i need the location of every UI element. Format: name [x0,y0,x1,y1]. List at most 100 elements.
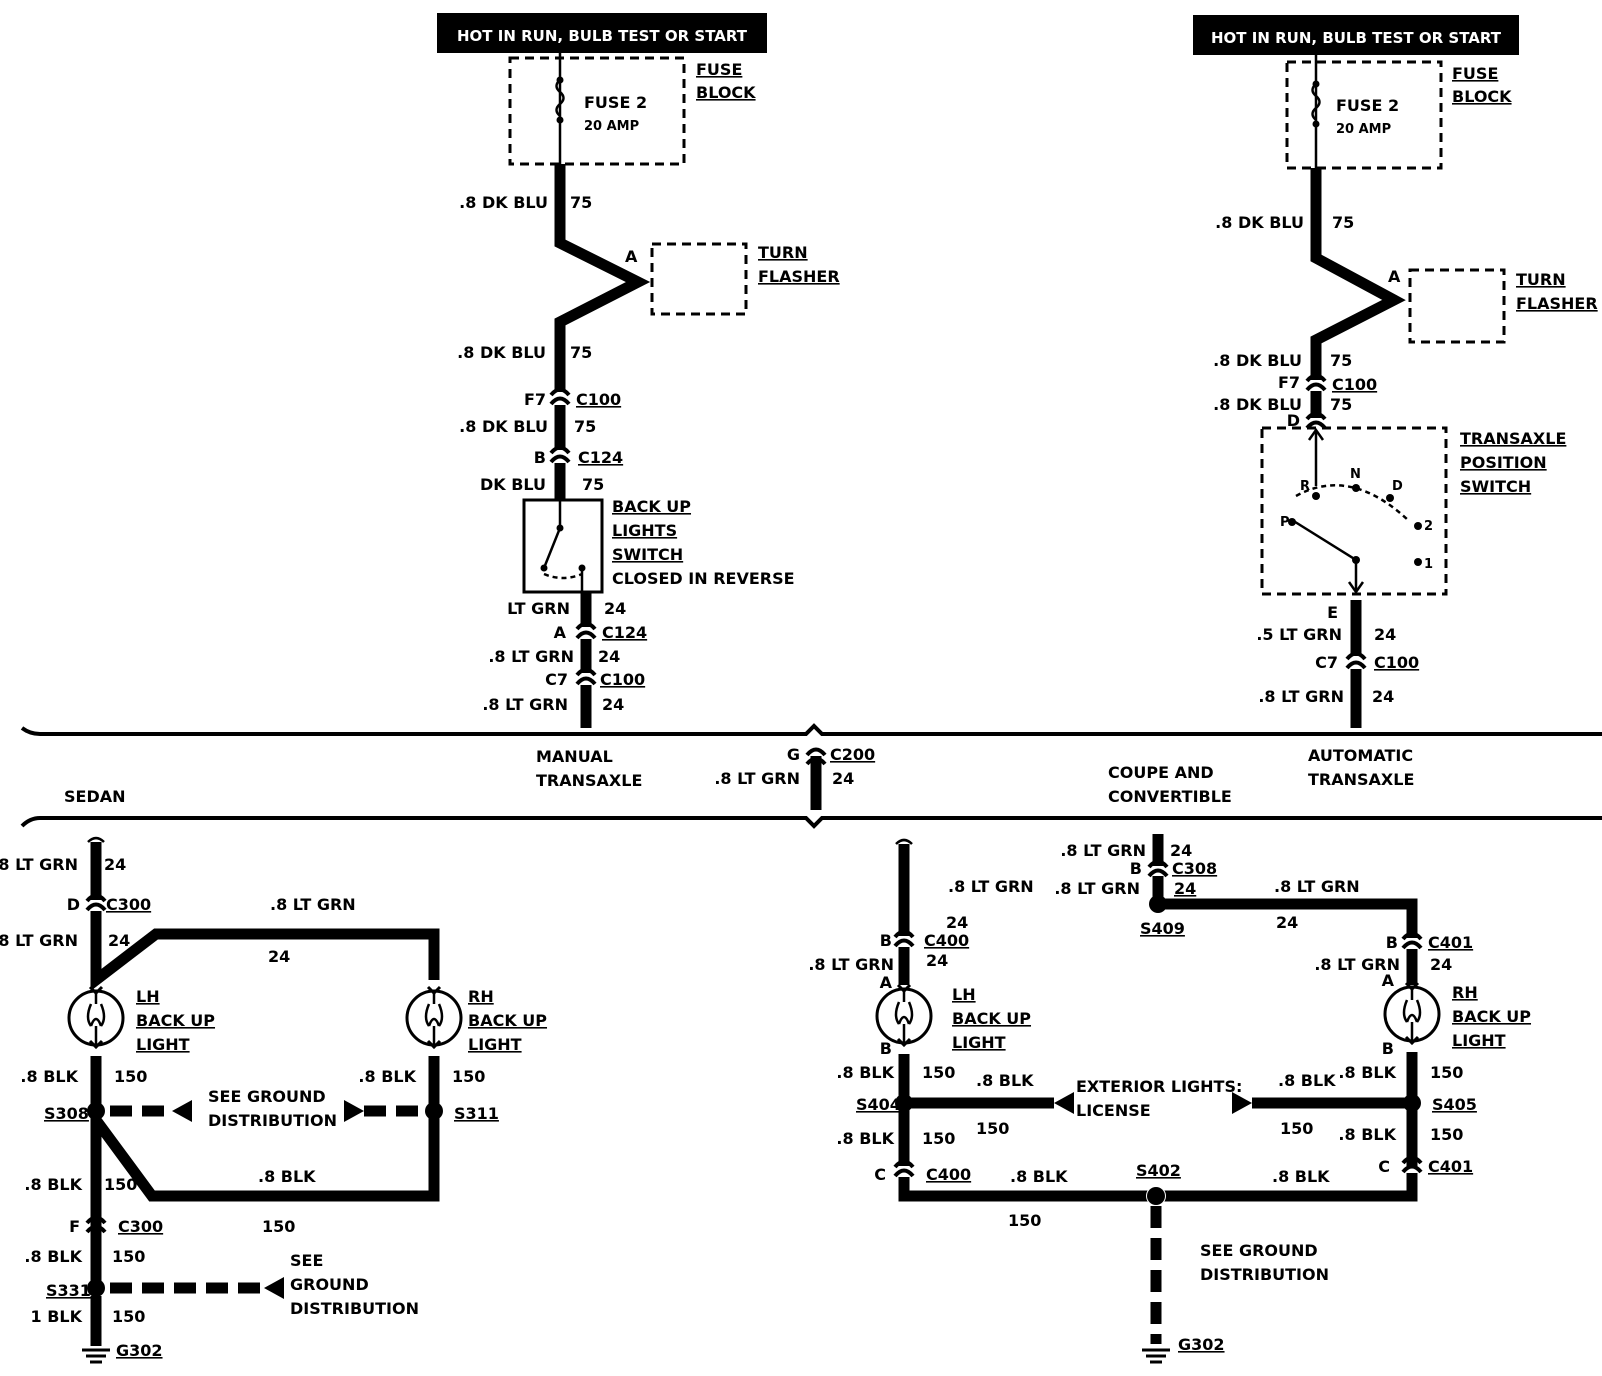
tps-label-1: TRANSAXLE [1460,429,1566,448]
switch-label-1: BACK UP [612,497,691,516]
sedan-circuit-150-1: 150 [114,1067,147,1086]
sedan-wire-blk-4: .8 BLK [258,1167,316,1186]
coupe-s405: S405 [1432,1095,1477,1114]
coupe-wire-ltgrn-1: .8 LT GRN [948,877,1034,896]
auto-c100-2: C100 [1374,653,1419,672]
coupe-circuit-150-2: 150 [1430,1063,1463,1082]
header-right-text: HOT IN RUN, BULB TEST OR START [1211,29,1502,47]
manual-wire-label-1: .8 DK BLU [459,193,548,212]
sedan-circuit-24-1: 24 [104,855,126,874]
coupe-rh-label-1: RH [1452,983,1478,1002]
coupe-license-label-2: LICENSE [1076,1101,1151,1120]
sedan-ground-label-1: SEE GROUND [208,1087,326,1106]
manual-c124: C124 [578,448,623,467]
rh-backup-light-coupe-icon [1383,981,1441,1045]
coupe-circuit-150-5: 150 [922,1129,955,1148]
auto-f7: F7 [1278,373,1300,392]
coupe-label-2: CONVERTIBLE [1108,787,1232,806]
header-left-text: HOT IN RUN, BULB TEST OR START [457,27,748,45]
flasher-pin-right: A [1388,267,1401,286]
flasher-pin-left: A [625,247,638,266]
lh-backup-light-sedan-icon [67,985,125,1049]
coupe-circuit-24-3: 24 [1170,841,1192,860]
coupe-g302: G302 [1178,1335,1225,1354]
sedan-s311: S311 [454,1104,499,1123]
coupe-ground-label-1: SEE GROUND [1200,1241,1318,1260]
sedan-wire-blk-5: .8 BLK [24,1247,82,1266]
coupe-c400-2: C400 [926,1165,971,1184]
coupe-wire-ltgrn-6: .8 LT GRN [1314,955,1400,974]
coupe-lh-label-3: LIGHT [952,1033,1006,1052]
coupe-wire-ltgrn-4: .8 LT GRN [1054,879,1140,898]
flasher-label-left-2: FLASHER [758,267,840,286]
backup-lights-switch-box [522,498,604,594]
coupe-c401: C401 [1428,933,1473,952]
coupe-circuit-24-2: 24 [926,951,948,970]
sedan-g302: G302 [116,1341,163,1360]
manual-c100: C100 [576,390,621,409]
auto-d: D [1287,411,1300,430]
coupe-circuit-24-4: 24 [1174,879,1196,898]
auto-circuit-75-2: 75 [1330,351,1352,370]
coupe-license-label-1: EXTERIOR LIGHTS: [1076,1077,1242,1096]
manual-circuit-24-2: 24 [598,647,620,666]
coupe-b-5: B [1382,1039,1394,1058]
auto-e: E [1327,603,1338,622]
coupe-s402: S402 [1136,1161,1181,1180]
auto-wire-5ltgrn: .5 LT GRN [1256,625,1342,644]
pos-r: R [1300,479,1310,494]
coupe-lh-label-1: LH [952,985,976,1004]
sedan-wire-ltgrn-2: .8 LT GRN [0,931,78,950]
auto-circuit-75-1: 75 [1332,213,1354,232]
manual-circuit-75-2: 75 [570,343,592,362]
auto-circuit-24-1: 24 [1374,625,1396,644]
manual-wire-ltgrn-2: .8 LT GRN [482,695,568,714]
sedan-s308: S308 [44,1104,89,1123]
fuse-block-label-left-2: BLOCK [696,83,756,102]
pos-d: D [1392,479,1403,494]
tps-label-2: POSITION [1460,453,1547,472]
g302-ground-coupe-icon [1140,1348,1172,1364]
switch-label-3: SWITCH [612,545,683,564]
c200-circuit: 24 [832,769,854,788]
coupe-circuit-150-6: 150 [1430,1125,1463,1144]
sedan-wire-ltgrn-1: .8 LT GRN [0,855,78,874]
sedan-label: SEDAN [64,787,126,806]
manual-circuit-75-4: 75 [582,475,604,494]
sedan-s331: S331 [46,1281,91,1300]
turn-flasher-right [1408,268,1506,344]
pos-p: P [1280,515,1290,530]
manual-transaxle-label-2: TRANSAXLE [536,771,642,790]
sedan-rh-label-2: BACK UP [468,1011,547,1030]
coupe-circuit: .8 LT GRN 24 B C400 .8 LT GRN 24 A LH BA… [808,834,1531,1364]
fuse-rating-right: 20 AMP [1336,122,1391,137]
transaxle-position-switch [1260,426,1448,596]
sedan-rh-label-3: LIGHT [468,1035,522,1054]
fuse-2-label-right: FUSE 2 [1336,96,1399,115]
sedan-ground2-label-3: DISTRIBUTION [290,1299,419,1318]
coupe-a-1: A [880,973,893,992]
fuse-2-label-left: FUSE 2 [584,93,647,112]
coupe-wire-blk-3: .8 BLK [976,1071,1034,1090]
coupe-wire-blk-6: .8 BLK [1338,1125,1396,1144]
coupe-wire-blk-4: .8 BLK [1278,1071,1336,1090]
switch-label-4: CLOSED IN REVERSE [612,569,795,588]
coupe-c400: C400 [924,931,969,950]
coupe-a-2: A [1382,971,1395,990]
manual-a: A [554,623,567,642]
sedan-circuit-150-5: 150 [112,1247,145,1266]
coupe-lh-label-2: BACK UP [952,1009,1031,1028]
coupe-circuit-150-4: 150 [1280,1119,1313,1138]
auto-c100: C100 [1332,375,1377,394]
sedan-ground-label-2: DISTRIBUTION [208,1111,337,1130]
fuse-block-right [1285,60,1443,170]
manual-transaxle-label-1: MANUAL [536,747,613,766]
coupe-circuit-24-1: 24 [946,913,968,932]
sedan-ground2-label-1: SEE [290,1251,323,1270]
sedan-rh-label-1: RH [468,987,494,1006]
manual-b: B [534,448,546,467]
c200-name: C200 [830,745,875,764]
auto-wire-label-1: .8 DK BLU [1215,213,1304,232]
fuse-block-left [508,56,686,166]
auto-c7: C7 [1315,653,1338,672]
